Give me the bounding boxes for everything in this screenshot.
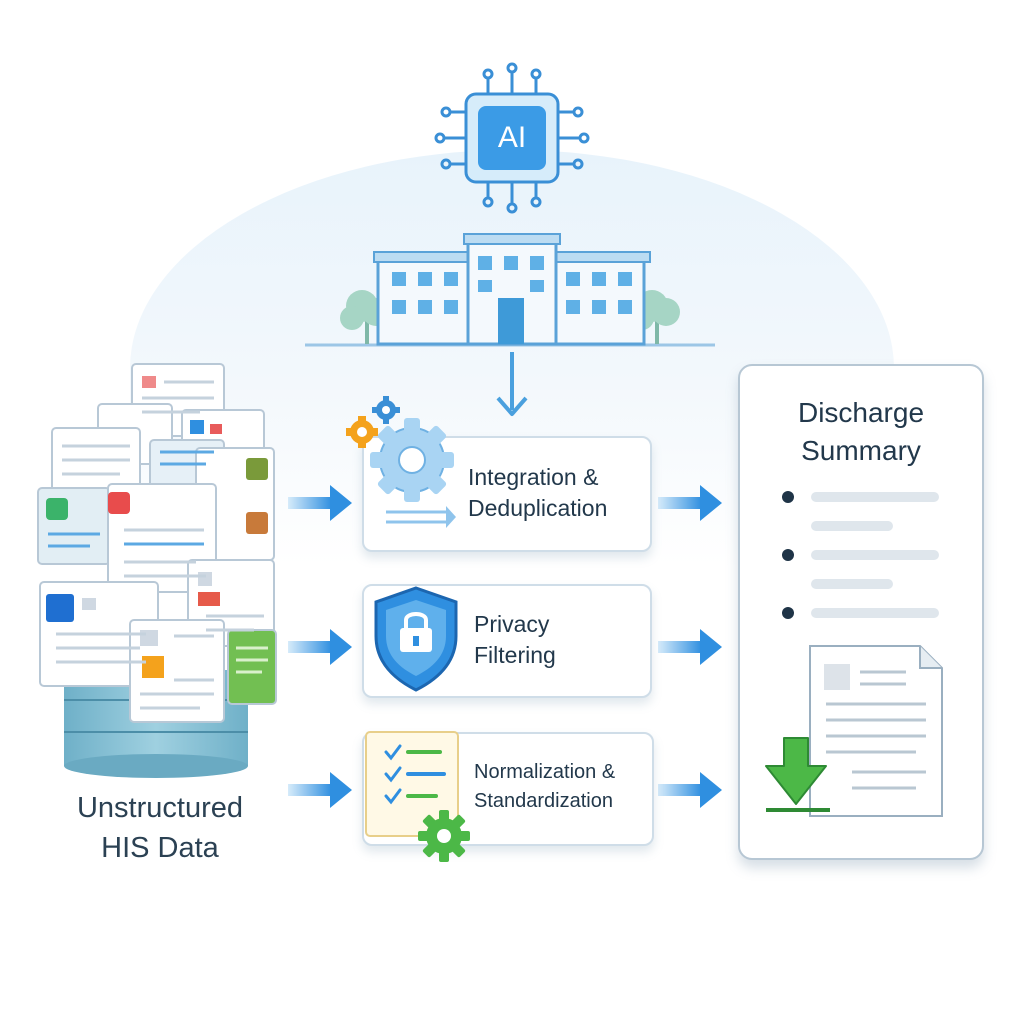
step-privacy-label-line1: Privacy — [474, 611, 550, 637]
step-normalization-label-line2: Standardization — [474, 790, 613, 812]
source-label-line1: Unstructured — [76, 792, 243, 824]
step-integration-label: Integration & Deduplication — [468, 462, 648, 524]
arrow-from-step-3 — [658, 772, 722, 808]
step-privacy-label-line2: Filtering — [474, 642, 556, 668]
step-normalization-label-line1: Normalization & — [474, 761, 616, 783]
source-label: Unstructured HIS Data — [30, 788, 290, 868]
discharge-summary-card: Discharge Summary — [738, 364, 984, 860]
source-label-line2: HIS Data — [101, 832, 219, 864]
step-privacy-label: Privacy Filtering — [474, 609, 644, 671]
step-normalization-label: Normalization & Standardization — [474, 758, 650, 816]
step-integration-label-line1: Integration & — [468, 464, 599, 490]
arrow-to-step-3 — [288, 772, 352, 808]
ai-badge-label: AI — [497, 121, 527, 154]
database-icon — [64, 670, 248, 778]
step-integration-label-line2: Deduplication — [468, 495, 608, 521]
summary-title-line1: Discharge — [797, 397, 925, 428]
discharge-summary-title: Discharge Summary — [740, 394, 982, 470]
summary-title-line2: Summary — [801, 435, 921, 466]
